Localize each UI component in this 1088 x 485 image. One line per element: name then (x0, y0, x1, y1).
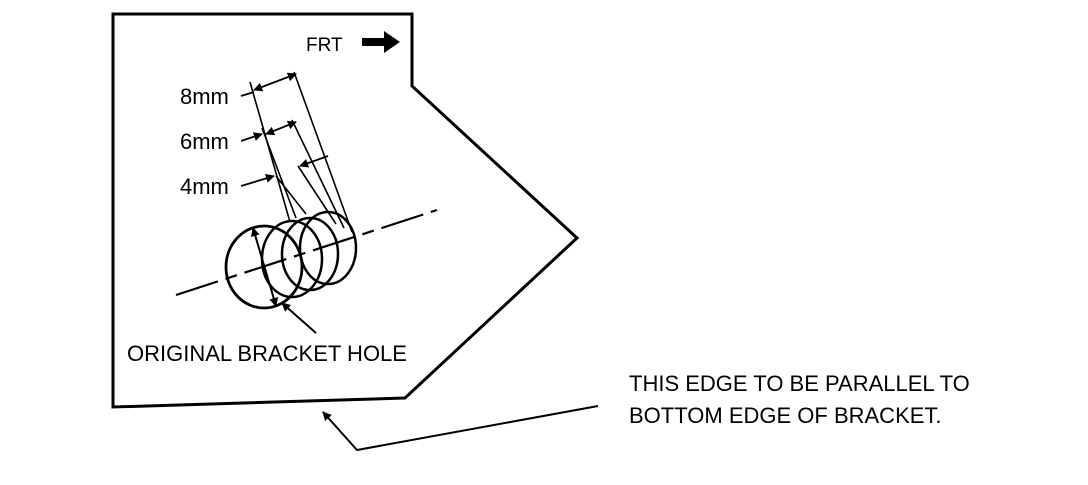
dim-8mm-label: 8mm (180, 84, 229, 109)
hole-4mm (298, 210, 358, 286)
bracket-outline (111, 12, 580, 409)
dimension-leaders (240, 91, 275, 187)
edge-note-leader (322, 405, 599, 452)
hole-slots (224, 210, 358, 310)
dim-4mm-arrow (299, 155, 329, 168)
frt-arrow-icon (362, 31, 400, 53)
edge-note-line1: THIS EDGE TO BE PARALLEL TO (629, 371, 970, 396)
dim-8mm-arrow (253, 72, 297, 92)
dimension-arrows (253, 72, 329, 168)
diameter-arrow (250, 227, 279, 307)
original-hole (224, 224, 304, 310)
dim-6mm-arrow (265, 120, 297, 136)
dim-6mm-label: 6mm (180, 129, 229, 154)
dim-4mm-label: 4mm (180, 174, 229, 199)
frt-label: FRT (306, 35, 343, 56)
extension-lines (249, 71, 353, 233)
centerline (175, 208, 438, 297)
original-hole-label: ORIGINAL BRACKET HOLE (127, 341, 407, 366)
edge-note-line2: BOTTOM EDGE OF BRACKET. (629, 403, 942, 428)
original-hole-leader (281, 302, 317, 334)
